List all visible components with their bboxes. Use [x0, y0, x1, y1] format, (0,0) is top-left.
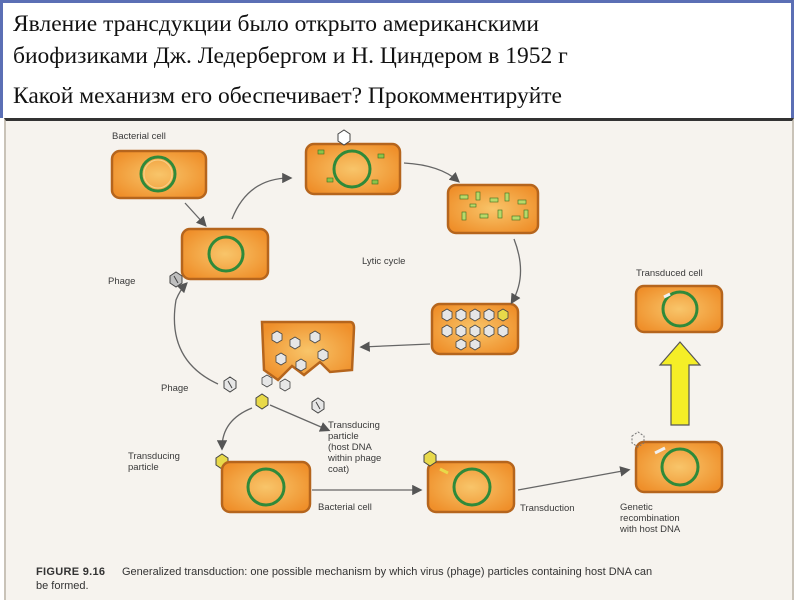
caption-text-line-1: Generalized transduction: one possible m…	[122, 566, 653, 578]
label-transduced-cell: Transduced cell	[636, 268, 703, 279]
up-arrow	[658, 341, 702, 426]
label-genetic-1: Genetic	[620, 502, 653, 513]
label-transducing-right-5: coat)	[328, 464, 349, 475]
slide-title-line-2: биофизиками Дж. Ледербергом и Н. Циндеро…	[13, 43, 568, 69]
phage-icon-right	[311, 397, 325, 414]
label-transduction: Transduction	[520, 503, 575, 514]
label-transducing-left-2: particle	[128, 462, 159, 473]
bacterial-cell-injected	[426, 460, 516, 514]
label-phage-top: Phage	[108, 276, 135, 287]
label-phage-bottom: Phage	[161, 383, 188, 394]
bacterial-cell-recipient	[220, 460, 312, 514]
label-transducing-left-1: Transducing	[128, 451, 180, 462]
phage-icon	[169, 271, 183, 288]
cycle-arrows	[173, 162, 631, 496]
transducing-particle-icon	[255, 393, 269, 410]
bacterial-cell-lysed	[260, 320, 356, 392]
label-transducing-right-4: within phage	[327, 453, 381, 464]
phage-icon-hex	[337, 129, 351, 146]
caption-text-line-2: be formed.	[36, 580, 89, 592]
bacterial-cell-fragments	[446, 183, 540, 235]
slide-title-box: Явление трансдукции было открыто америка…	[0, 0, 794, 118]
bacterial-cell-1	[110, 149, 208, 200]
transducing-particle-icon-attached	[423, 450, 437, 467]
label-bacterial-cell-bottom: Bacterial cell	[318, 502, 372, 513]
label-bacterial-cell-top: Bacterial cell	[112, 131, 166, 142]
bacterial-cell-recombination	[634, 440, 724, 494]
slide-title-line-1: Явление трансдукции было открыто америка…	[13, 11, 539, 37]
label-genetic-3: with host DNA	[619, 524, 681, 535]
bacterial-cell-transduced	[634, 284, 724, 334]
phage-icon-loose	[223, 376, 237, 393]
slide-title-line-3: Какой механизм его обеспечивает? Прокомм…	[13, 83, 562, 109]
bacterial-cell-infected	[180, 227, 270, 281]
bacterial-cell-replication	[304, 142, 402, 196]
caption-figure-number: FIGURE 9.16	[36, 566, 106, 578]
phage-ghost-icon	[631, 431, 645, 448]
label-genetic-2: recombination	[620, 513, 680, 524]
bacterial-cell-phages-assembled	[430, 302, 520, 356]
label-transducing-right-2: particle	[328, 431, 359, 442]
label-lytic-cycle: Lytic cycle	[362, 256, 405, 267]
label-transducing-right-3: (host DNA	[328, 442, 372, 453]
label-transducing-right-1: Transducing	[328, 420, 380, 431]
